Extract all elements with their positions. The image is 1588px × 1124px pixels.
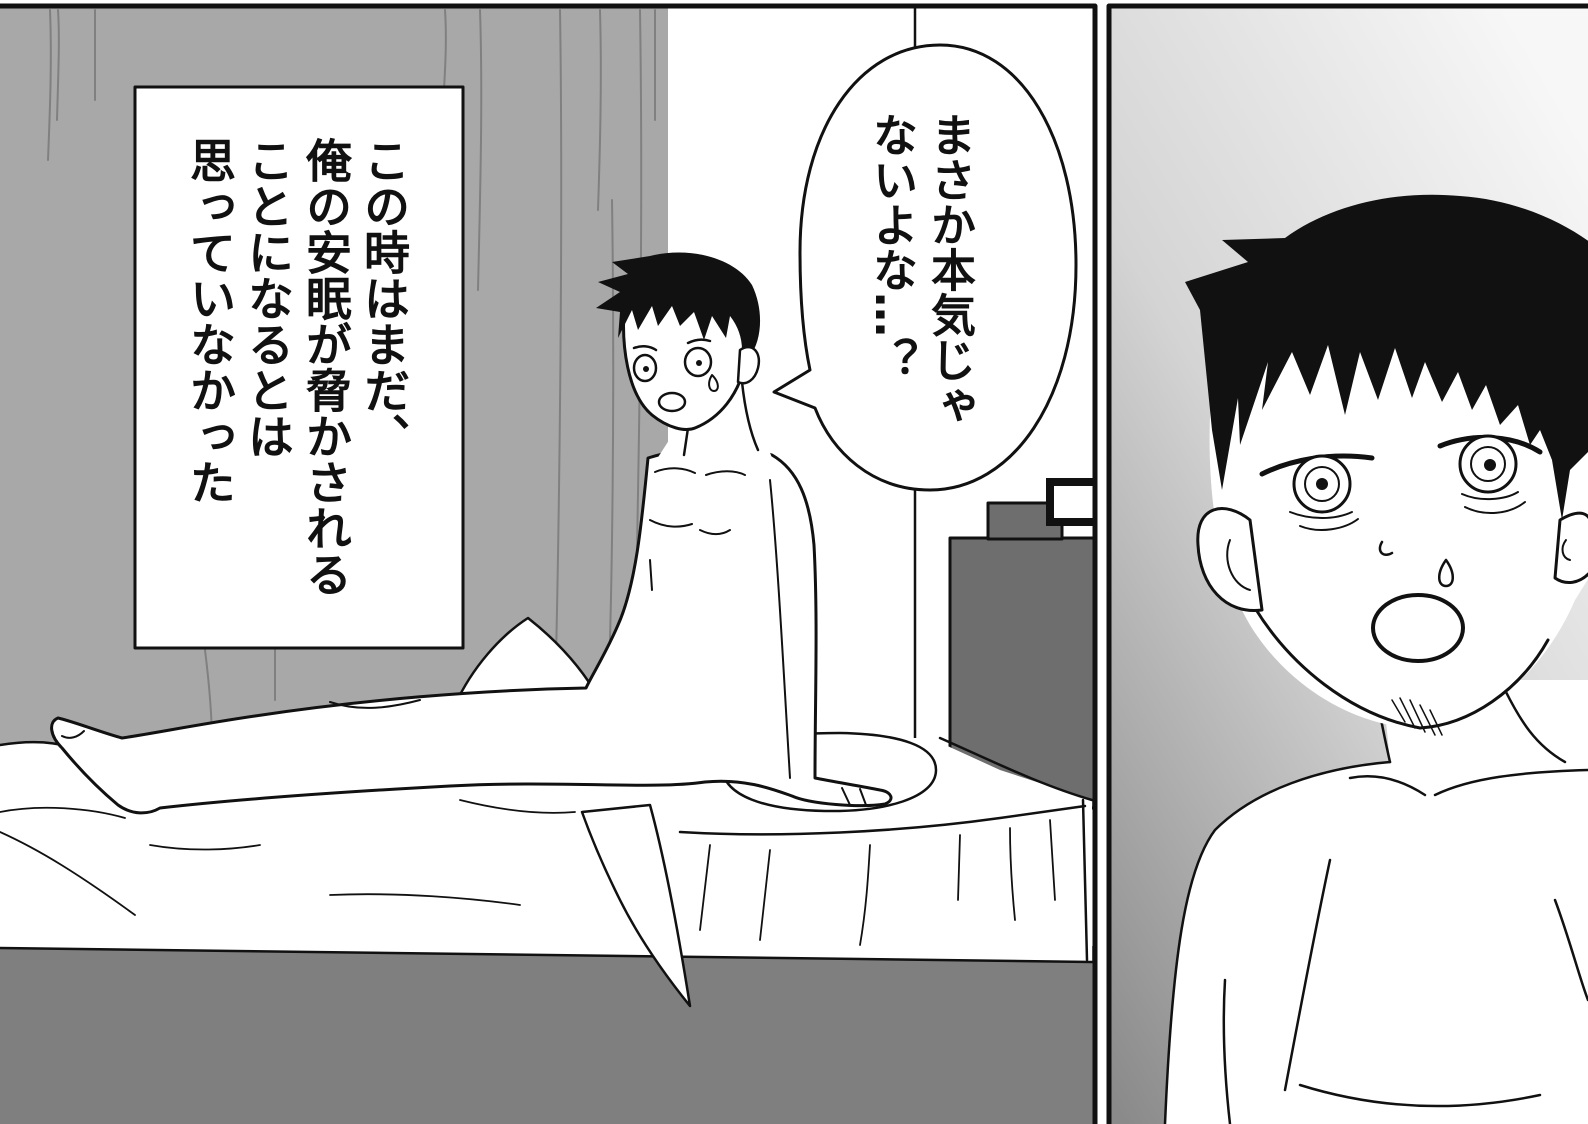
closeup-right-iris xyxy=(1470,446,1506,482)
boy-eyebrows xyxy=(632,338,712,352)
boy-neck-lines xyxy=(682,380,760,457)
narration-line: ことになるとは xyxy=(241,137,295,459)
boy-sweat-drop xyxy=(708,374,719,392)
left-panel xyxy=(0,8,1093,1124)
speech-bubble-text: まさか本気じゃ ないよな…？ xyxy=(862,112,978,472)
closeup-left-ear-inner xyxy=(1226,539,1251,591)
boy-body-lines xyxy=(61,467,867,806)
closeup-left-iris xyxy=(1304,466,1340,502)
closeup-body xyxy=(1165,680,1588,1124)
bed-wrinkles xyxy=(0,799,1056,946)
boy-neck xyxy=(655,378,772,462)
closeup-right-eye xyxy=(1437,434,1543,514)
narration-line: 思っていなかった xyxy=(183,137,237,505)
closeup-left-lower-lid xyxy=(1289,511,1359,531)
boy-mouth xyxy=(657,391,687,413)
photo-frame-inner xyxy=(1054,486,1093,518)
boy-hair xyxy=(596,252,761,356)
closeup-sweat-drop xyxy=(1438,558,1454,588)
closeup-left-ear xyxy=(1196,507,1264,613)
boy-left-pupil xyxy=(643,366,649,372)
speech-line: まさか本気じゃ xyxy=(923,112,976,427)
closeup-left-pupil xyxy=(1316,478,1328,490)
narration-line: 俺の安眠が脅かされる xyxy=(299,137,353,597)
closeup-nose xyxy=(1378,540,1394,557)
boy-ear xyxy=(736,345,761,385)
closeup-right-pupil xyxy=(1484,459,1496,471)
right-panel xyxy=(1110,8,1588,1124)
speech-line: ないよな…？ xyxy=(865,112,918,382)
narration-line: この時はまだ、 xyxy=(357,137,411,459)
closeup-right-ear-inner xyxy=(1561,539,1571,561)
closeup-neck-shading xyxy=(1391,697,1443,736)
closeup-jaw xyxy=(1253,606,1550,730)
boy-right-pupil xyxy=(696,360,702,366)
narration-text: この時はまだ、 俺の安眠が脅かされる ことになるとは 思っていなかった xyxy=(135,87,463,648)
floor xyxy=(0,946,1093,1124)
blanket-corner xyxy=(580,803,692,1008)
left-panel-border xyxy=(0,3,1098,1124)
closeup-left-eye xyxy=(1259,453,1375,531)
narration-box xyxy=(133,85,465,650)
closeup-face xyxy=(1209,300,1588,728)
closeup-body-lines xyxy=(1163,688,1588,1124)
closeup-open-mouth xyxy=(1371,593,1465,663)
closeup-hair xyxy=(1185,194,1588,520)
boy-body xyxy=(50,446,893,815)
closeup-right-ear xyxy=(1553,511,1588,584)
closeup-right-lower-lid xyxy=(1461,491,1526,514)
boy-sitting xyxy=(50,252,893,815)
right-panel-border xyxy=(1106,3,1588,1124)
speech-bubble xyxy=(772,43,1078,492)
bed-edges xyxy=(0,736,1093,964)
